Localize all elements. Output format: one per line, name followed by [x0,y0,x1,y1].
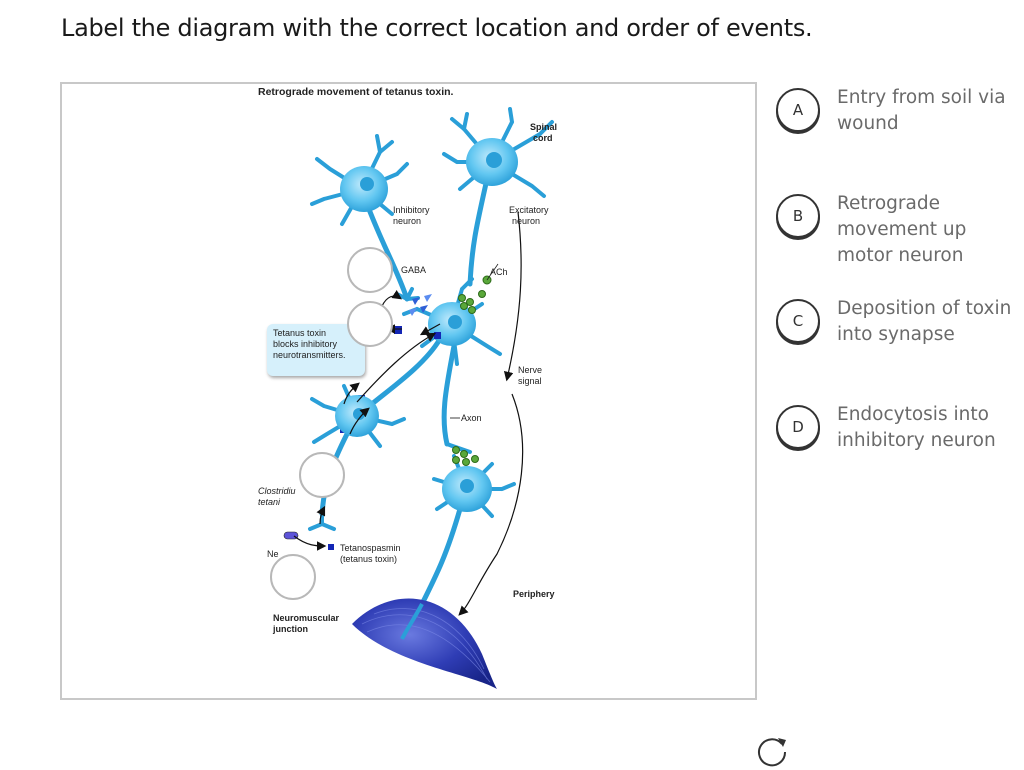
question-heading: Label the diagram with the correct locat… [61,14,813,42]
label-periphery: Periphery [513,589,555,599]
option-d-text: Endocytosis into inhibitory neuron [837,404,996,451]
gaba-vesicles [409,294,432,316]
label-ach: ACh [490,267,508,277]
label-spinal-cord-2: cord [533,133,553,143]
option-c-badge: C [776,299,820,343]
reset-button[interactable] [752,730,792,770]
label-nmj-1: Neuromuscular [273,613,340,623]
option-c-text: Deposition of toxin into synapse [837,298,1012,345]
option-d-badge: D [776,405,820,449]
option-a-badge: A [776,88,820,132]
label-spinal-cord-1: Spinal [530,122,557,132]
label-axon: Axon [461,413,482,423]
label-nmj-2: junction [272,624,308,634]
label-excitatory-1: Excitatory [509,205,549,215]
drop-target-3[interactable] [299,452,345,498]
ach-vesicles [458,275,492,314]
drop-target-4[interactable] [270,554,316,600]
label-tetanospasmin-2: (tetanus toxin) [340,554,397,564]
drop-target-2[interactable] [347,301,393,347]
label-inhibitory-2: neuron [393,216,421,226]
option-b-badge: B [776,194,820,238]
option-a-text: Entry from soil via wound [837,87,1006,134]
label-nerve-signal-2: signal [518,376,542,386]
label-clostridium-1: Clostridiu [258,486,296,496]
label-nerve-signal-1: Nerve [518,365,542,375]
clostridium-bacterium [283,531,299,540]
option-b-text: Retrograde movement up motor neuron [837,193,967,266]
reset-icon [758,738,787,767]
diagram-title: Retrograde movement of tetanus toxin. [258,86,454,98]
label-clostridium-2: tetani [258,497,281,507]
drop-target-1[interactable] [347,247,393,293]
diagram-panel: Retrograde movement of tetanus toxin. [60,82,787,767]
muscle [352,598,497,689]
label-neuron-partial: Ne [267,549,279,559]
label-inhibitory-1: Inhibitory [393,205,430,215]
label-excitatory-2: neuron [512,216,540,226]
label-gaba: GABA [401,265,426,275]
label-tetanospasmin-1: Tetanospasmin [340,543,401,553]
tetanus-diagram: Retrograde movement of tetanus toxin. [258,86,557,689]
